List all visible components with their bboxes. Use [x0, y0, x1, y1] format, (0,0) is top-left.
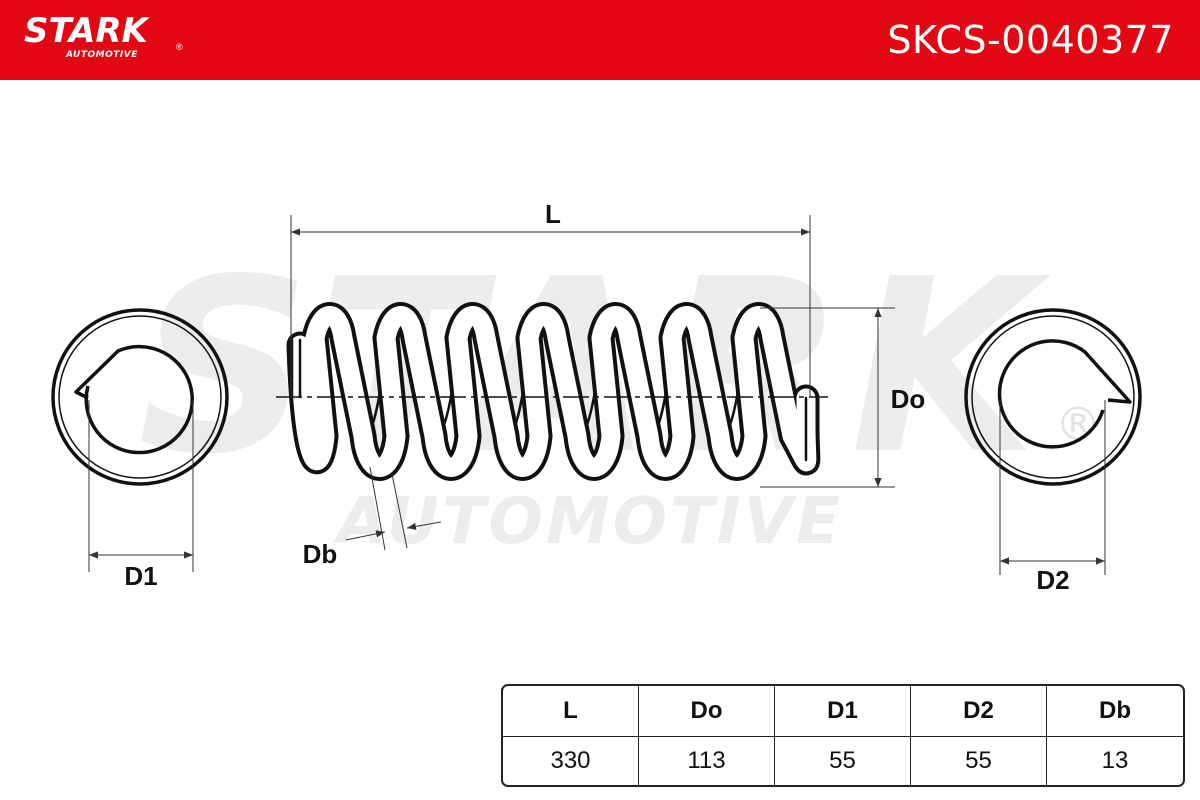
wire-diameter-label: Db [303, 539, 338, 569]
watermark-reg: ® [1055, 397, 1101, 451]
wire-diameter-dimension-line [345, 530, 386, 541]
spec-table: L Do D1 D2 Db 330 113 55 55 13 [501, 684, 1185, 787]
end-view-right-inner [997, 339, 1132, 449]
spec-value-length: 330 [503, 737, 639, 785]
spec-header-end-diameter-1: D1 [775, 686, 911, 737]
end-view-left-inner [74, 344, 194, 455]
spring-coil-body [290, 306, 817, 477]
length-dimension [290, 215, 811, 397]
header-bar: STARK ® AUTOMOTIVE SKCS-0040377 [0, 0, 1200, 80]
brand-logo-name: STARK [24, 11, 148, 51]
end-diameter-2-label: D2 [1036, 565, 1069, 595]
end-view-right-outer-thin [971, 315, 1135, 479]
end-diameter-1-label: D1 [124, 561, 157, 591]
end-view-left-outer [51, 308, 229, 486]
spec-header-outer-diameter: Do [639, 686, 775, 737]
end-view-right-outer [964, 308, 1142, 486]
spring-end-left [290, 338, 302, 399]
brand-logo-sub: AUTOMOTIVE [66, 50, 138, 60]
brand-logo-registered: ® [176, 42, 183, 52]
watermark-sub: AUTOMOTIVE [332, 485, 843, 559]
brand-logo: STARK ® AUTOMOTIVE [24, 11, 183, 60]
outer-diameter-dimension [760, 307, 895, 488]
spring-coils [286, 302, 821, 481]
part-number: SKCS-0040377 [887, 18, 1174, 62]
end-view-left-outer-thin [58, 315, 222, 479]
spec-header-end-diameter-2: D2 [911, 686, 1047, 737]
length-label: L [545, 199, 561, 229]
spec-header-length: L [503, 686, 639, 737]
end-diameter-1-dimension [88, 400, 194, 572]
wire-diameter-dimension [345, 466, 442, 551]
outer-diameter-label: Do [891, 384, 926, 414]
end-view-left [51, 308, 229, 486]
spec-value-end-diameter-1: 55 [775, 737, 911, 785]
end-view-right [964, 308, 1142, 486]
spec-table-value-row: 330 113 55 55 13 [503, 737, 1183, 785]
spec-value-outer-diameter: 113 [639, 737, 775, 785]
spec-value-end-diameter-2: 55 [911, 737, 1047, 785]
spec-value-wire-diameter: 13 [1101, 747, 1129, 774]
end-diameter-2-dimension [999, 400, 1106, 575]
spec-header-wire-diameter: Db [1047, 686, 1183, 737]
spec-table-header-row: L Do D1 D2 Db [503, 686, 1183, 737]
